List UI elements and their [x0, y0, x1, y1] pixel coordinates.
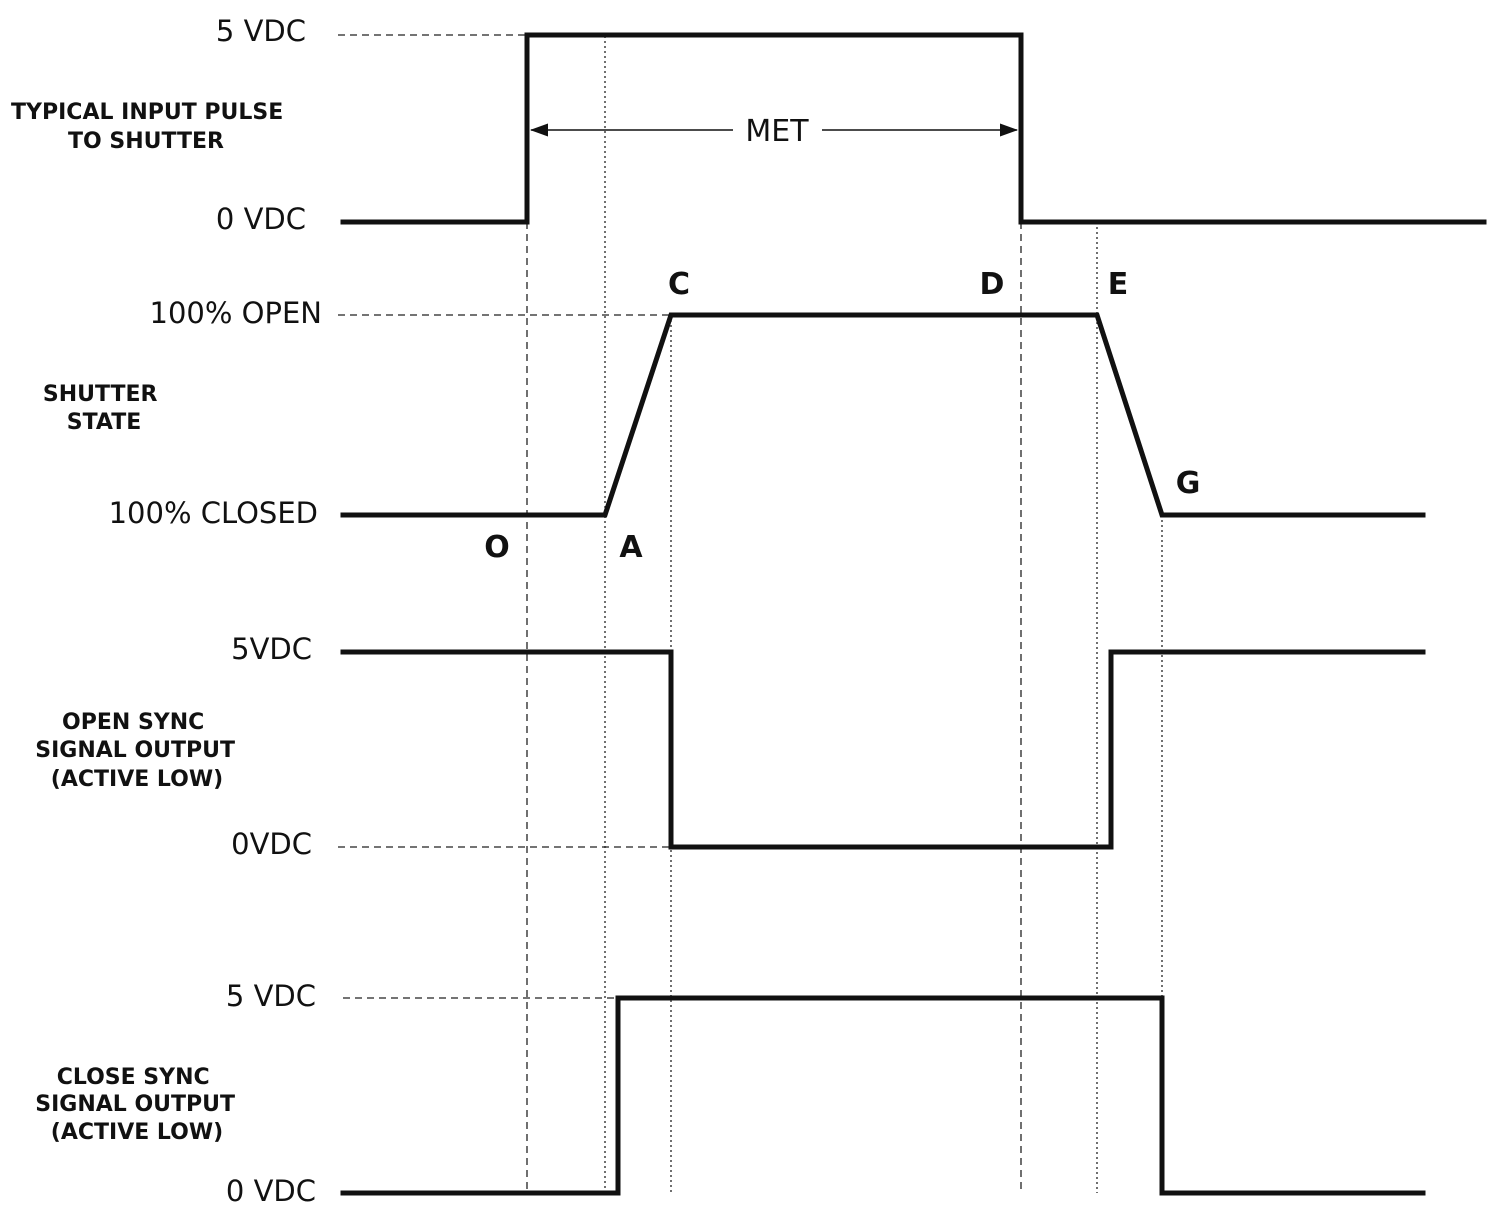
signal-label-input-pulse: TYPICAL INPUT PULSE TO SHUTTER [11, 100, 291, 154]
level-input-high: 5 VDC [216, 14, 306, 48]
level-shutter-open: 100% OPEN [150, 296, 322, 330]
waveform-open-sync [340, 649, 1426, 850]
level-close-sync-high: 5 VDC [226, 979, 316, 1013]
signal-label-open-sync: OPEN SYNC SIGNAL OUTPUT (ACTIVE LOW) [35, 710, 242, 792]
point-label-e: E [1108, 267, 1129, 302]
level-input-low: 0 VDC [216, 202, 306, 236]
waveform-close-sync [340, 995, 1426, 1196]
signal-label-close-sync: CLOSE SYNC SIGNAL OUTPUT (ACTIVE LOW) [35, 1065, 242, 1145]
point-label-a: A [619, 530, 643, 565]
point-label-c: C [668, 267, 690, 302]
waveform-input-pulse [340, 32, 1487, 225]
point-label-d: D [980, 267, 1005, 302]
met-arrow-left-icon [530, 123, 548, 137]
waveform-shutter-state [340, 312, 1426, 518]
met-arrow-right-icon [1000, 123, 1018, 137]
point-label-o: O [484, 530, 510, 565]
point-label-g: G [1176, 466, 1201, 501]
signal-label-shutter-state: SHUTTER STATE [43, 382, 165, 435]
level-open-sync-high: 5VDC [231, 632, 312, 666]
level-shutter-closed: 100% CLOSED [109, 496, 318, 530]
level-close-sync-low: 0 VDC [226, 1174, 316, 1208]
level-open-sync-low: 0VDC [231, 827, 312, 861]
met-label: MET [745, 114, 809, 149]
